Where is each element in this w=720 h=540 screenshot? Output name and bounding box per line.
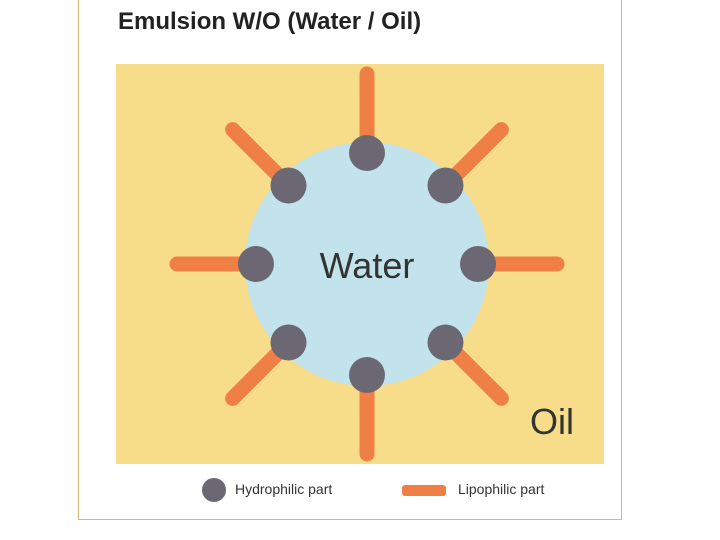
hydrophilic-head [460,246,496,282]
oil-label: Oil [530,401,574,442]
hydrophilic-head [349,357,385,393]
surfactant-layer [169,66,565,462]
hydrophilic-head [349,135,385,171]
legend-hydrophilic-swatch [202,478,226,502]
legend-hydrophilic-label: Hydrophilic part [235,481,333,497]
water-droplet [245,142,489,386]
hydrophilic-head [427,324,464,361]
hydrophilic-head [270,324,307,361]
lipophilic-tail [442,122,509,189]
lipophilic-tail [225,122,292,189]
diagram-title: Emulsion W/O (Water / Oil) [118,8,422,35]
hydrophilic-head [270,167,307,204]
lipophilic-tail [442,339,509,406]
legend-lipophilic-label: Lipophilic part [458,481,545,497]
water-label: Water [320,245,415,286]
hydrophilic-head [427,167,464,204]
hydrophilic-head [238,246,274,282]
legend-lipophilic-swatch [402,485,446,496]
lipophilic-tail [225,339,292,406]
